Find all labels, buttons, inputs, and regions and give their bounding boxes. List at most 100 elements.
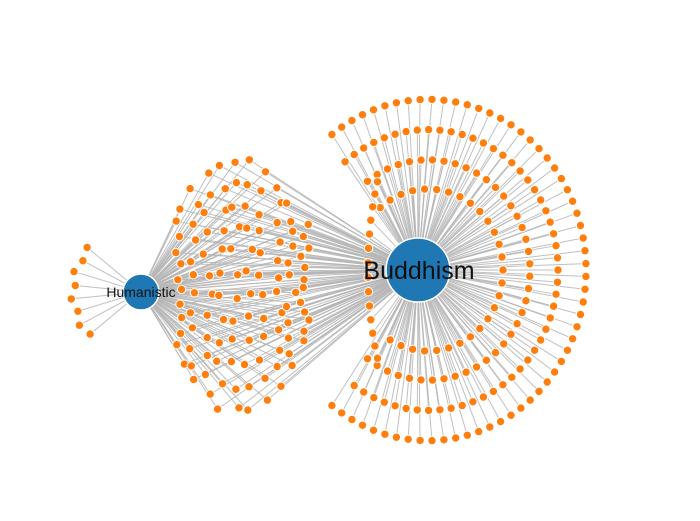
- leaf-node[interactable]: [427, 375, 438, 385]
- leaf-node[interactable]: [489, 227, 500, 238]
- leaf-node[interactable]: [385, 195, 395, 205]
- leaf-node[interactable]: [242, 223, 252, 233]
- leaf-node[interactable]: [254, 355, 265, 365]
- leaf-node[interactable]: [327, 400, 337, 411]
- leaf-node[interactable]: [404, 373, 415, 383]
- leaf-node[interactable]: [517, 222, 527, 233]
- leaf-node[interactable]: [578, 297, 588, 307]
- leaf-node[interactable]: [253, 270, 264, 280]
- leaf-node[interactable]: [552, 253, 563, 263]
- leaf-node[interactable]: [432, 345, 442, 356]
- leaf-node[interactable]: [548, 229, 559, 239]
- leaf-node[interactable]: [357, 110, 368, 120]
- leaf-node[interactable]: [73, 306, 83, 316]
- leaf-node[interactable]: [239, 359, 250, 370]
- leaf-node[interactable]: [69, 266, 79, 277]
- leaf-node[interactable]: [218, 314, 229, 325]
- leaf-node[interactable]: [244, 155, 255, 165]
- leaf-node[interactable]: [187, 323, 198, 333]
- leaf-node[interactable]: [478, 392, 489, 402]
- leaf-node[interactable]: [507, 372, 517, 382]
- leaf-node[interactable]: [475, 323, 485, 334]
- leaf-node[interactable]: [217, 244, 227, 254]
- leaf-node[interactable]: [516, 127, 526, 137]
- leaf-node[interactable]: [435, 405, 445, 415]
- leaf-node[interactable]: [462, 430, 472, 440]
- leaf-node[interactable]: [462, 100, 472, 110]
- leaf-node[interactable]: [523, 283, 534, 294]
- leaf-node[interactable]: [523, 355, 533, 365]
- leaf-node[interactable]: [272, 361, 282, 372]
- leaf-node[interactable]: [347, 414, 357, 425]
- leaf-node[interactable]: [412, 125, 422, 135]
- leaf-node[interactable]: [427, 155, 438, 165]
- leaf-node[interactable]: [562, 345, 573, 355]
- leaf-node[interactable]: [391, 432, 402, 442]
- leaf-node[interactable]: [172, 340, 182, 350]
- leaf-node[interactable]: [190, 235, 201, 245]
- leaf-node[interactable]: [512, 319, 522, 329]
- leaf-node[interactable]: [412, 405, 422, 415]
- leaf-node[interactable]: [415, 435, 425, 446]
- leaf-node[interactable]: [407, 186, 418, 196]
- leaf-node[interactable]: [545, 313, 555, 323]
- leaf-node[interactable]: [176, 259, 186, 269]
- leaf-node[interactable]: [262, 395, 273, 405]
- leaf-node[interactable]: [567, 334, 578, 344]
- leaf-node[interactable]: [380, 101, 390, 111]
- leaf-node[interactable]: [359, 143, 369, 153]
- leaf-node[interactable]: [284, 270, 294, 280]
- leaf-node[interactable]: [455, 338, 465, 348]
- leaf-node[interactable]: [199, 207, 209, 218]
- leaf-node[interactable]: [499, 339, 509, 349]
- leaf-node[interactable]: [260, 373, 270, 383]
- leaf-node[interactable]: [545, 217, 555, 227]
- leaf-node[interactable]: [327, 129, 337, 140]
- leaf-node[interactable]: [541, 206, 551, 216]
- leaf-node[interactable]: [227, 202, 237, 212]
- leaf-node[interactable]: [171, 247, 181, 258]
- leaf-node[interactable]: [202, 350, 213, 361]
- leaf-node[interactable]: [485, 422, 495, 432]
- leaf-node[interactable]: [198, 249, 209, 259]
- leaf-node[interactable]: [234, 403, 244, 413]
- leaf-node[interactable]: [359, 387, 369, 397]
- leaf-node[interactable]: [407, 344, 418, 354]
- leaf-node[interactable]: [525, 259, 535, 269]
- leaf-node[interactable]: [465, 332, 476, 342]
- leaf-node[interactable]: [489, 303, 500, 313]
- leaf-node[interactable]: [483, 314, 493, 324]
- leaf-node[interactable]: [432, 184, 442, 195]
- leaf-node[interactable]: [542, 377, 552, 387]
- leaf-node[interactable]: [536, 195, 546, 205]
- leaf-node[interactable]: [185, 257, 196, 267]
- leaf-node[interactable]: [396, 340, 406, 351]
- leaf-node[interactable]: [525, 271, 535, 281]
- leaf-node[interactable]: [299, 307, 310, 317]
- leaf-node[interactable]: [232, 293, 242, 304]
- leaf-node[interactable]: [304, 243, 314, 253]
- leaf-node[interactable]: [455, 192, 465, 202]
- leaf-node[interactable]: [451, 433, 461, 443]
- leaf-node[interactable]: [498, 265, 508, 275]
- leaf-node[interactable]: [219, 226, 229, 236]
- leaf-node[interactable]: [274, 325, 284, 335]
- hub-node-buddhism[interactable]: [385, 237, 451, 303]
- leaf-node[interactable]: [173, 275, 183, 285]
- leaf-node[interactable]: [427, 94, 437, 105]
- leaf-node[interactable]: [485, 108, 495, 118]
- leaf-node[interactable]: [369, 137, 379, 148]
- leaf-node[interactable]: [299, 336, 309, 346]
- leaf-node[interactable]: [202, 332, 212, 343]
- leaf-node[interactable]: [483, 216, 493, 226]
- leaf-node[interactable]: [427, 435, 437, 446]
- leaf-node[interactable]: [415, 94, 425, 105]
- leaf-node[interactable]: [214, 338, 225, 348]
- leaf-node[interactable]: [446, 403, 456, 413]
- leaf-node[interactable]: [82, 242, 92, 253]
- leaf-node[interactable]: [188, 270, 199, 280]
- leaf-node[interactable]: [498, 380, 508, 390]
- leaf-node[interactable]: [578, 233, 588, 243]
- leaf-node[interactable]: [255, 248, 265, 258]
- leaf-node[interactable]: [567, 196, 578, 206]
